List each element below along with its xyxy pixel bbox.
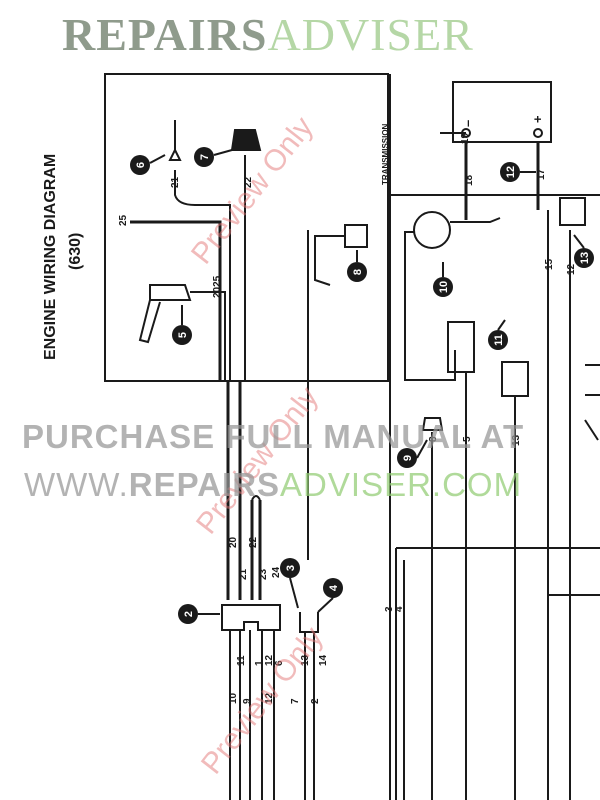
- callout-12: 12: [505, 166, 517, 178]
- wire-19: 19: [460, 132, 471, 144]
- callout-4-marker: [323, 578, 343, 598]
- callout-4: 4: [328, 584, 340, 591]
- wire-15: 15: [544, 258, 555, 270]
- callout-13-marker: [574, 248, 594, 268]
- wire-21: 21: [238, 568, 249, 580]
- wire-21-top: 21: [170, 176, 181, 188]
- callout-6: 6: [135, 162, 147, 168]
- wire-7: 7: [290, 698, 301, 704]
- minus-terminal: –: [460, 120, 475, 127]
- wire-22-top: 22: [243, 176, 254, 188]
- callout-markers: [130, 147, 594, 624]
- wire-10: 10: [228, 692, 239, 704]
- logo-part-adviser: ADVISER: [267, 9, 474, 60]
- website-adviser: ADVISER.COM: [280, 466, 523, 503]
- wire-24: 24: [271, 566, 282, 578]
- repairsadviser-logo: REPAIRSADVISER: [62, 8, 474, 61]
- website-www: WWW.: [24, 466, 129, 503]
- wire-2025: 2025: [212, 275, 223, 298]
- wire-20: 20: [228, 536, 239, 548]
- callout-6-marker: [130, 155, 150, 175]
- wire-6: 6: [274, 660, 285, 666]
- diagram-subtitle: (630): [67, 233, 84, 270]
- callout-2-marker: [178, 604, 198, 624]
- wire-25: 25: [118, 214, 129, 226]
- wire-12: 12: [566, 263, 577, 275]
- wire-12b: 12: [264, 654, 275, 666]
- callout-8: 8: [352, 269, 364, 275]
- wire-8: 8: [428, 436, 439, 442]
- callout-11-marker: [488, 330, 508, 350]
- callout-3-marker: [280, 558, 300, 578]
- wire-14: 14: [318, 654, 329, 666]
- callout-10-marker: [433, 277, 453, 297]
- diagram-title: ENGINE WIRING DIAGRAM: [42, 154, 59, 360]
- plus-terminal: +: [530, 115, 545, 123]
- logo-part-repairs: REPAIRS: [62, 9, 268, 60]
- callout-10: 10: [438, 281, 450, 293]
- callout-2: 2: [183, 611, 195, 617]
- wire-23: 23: [258, 568, 269, 580]
- wire-9: 9: [242, 698, 253, 704]
- transmission-box: [452, 81, 552, 143]
- wire-18: 18: [464, 174, 475, 186]
- wire-2: 2: [310, 698, 321, 704]
- wire-13: 13: [511, 434, 522, 446]
- callout-13: 13: [579, 252, 591, 264]
- wire-5: 5: [462, 436, 473, 442]
- callout-7: 7: [199, 154, 211, 160]
- wire-4: 4: [394, 606, 405, 612]
- callout-7-marker: [194, 147, 214, 167]
- website-repairs: REPAIRS: [128, 466, 281, 503]
- wire-12c: 12: [264, 692, 275, 704]
- wire-13b: 13: [300, 654, 311, 666]
- callout-8-marker: [347, 262, 367, 282]
- wire-11: 11: [236, 655, 247, 666]
- callout-3: 3: [285, 565, 297, 571]
- engine-box: [104, 73, 389, 382]
- purchase-banner: PURCHASE FULL MANUAL AT: [22, 418, 525, 455]
- website-banner: WWW.REPAIRSADVISER.COM: [24, 466, 522, 504]
- callout-5-marker: [172, 325, 192, 345]
- callout-9: 9: [402, 455, 414, 461]
- wire-1: 1: [254, 660, 265, 666]
- callout-11: 11: [493, 334, 505, 346]
- wire-17: 17: [536, 168, 547, 180]
- wire-22: 22: [248, 536, 259, 548]
- wire-3: 3: [384, 606, 395, 612]
- callout-5: 5: [177, 332, 189, 338]
- callout-9-marker: [397, 448, 417, 468]
- callout-12-marker: [500, 162, 520, 182]
- transmission-label: TRANSMISSION: [381, 123, 390, 185]
